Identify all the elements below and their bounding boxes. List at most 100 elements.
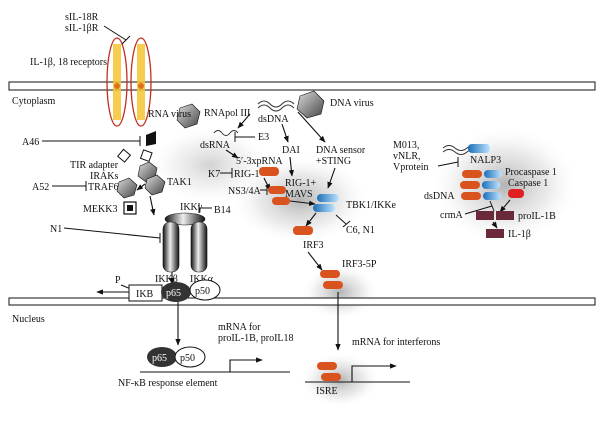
rig1-mavs-label-2: MAVS [285, 189, 313, 200]
rig1-label: RIG-1 [234, 169, 260, 180]
isre-orange-2 [321, 373, 341, 381]
irf3-5p-label: IRF3-5P [342, 259, 377, 270]
halo-center [230, 155, 370, 245]
tir-shape [146, 131, 156, 146]
rig1-orange-2 [268, 186, 286, 194]
p65-cytoplasm [161, 282, 191, 302]
iraks-label: IRAKs [90, 171, 118, 182]
k7-label: K7 [208, 169, 220, 180]
p50-nucleus [174, 346, 206, 368]
tbk1-blue-2 [313, 204, 335, 212]
m013-label-2: vNLR, [393, 151, 421, 162]
inflam-blue-2 [482, 181, 500, 189]
inflam-orange-2 [460, 181, 480, 189]
tak1-hexagon [144, 174, 166, 196]
sil18r-label: sIL-18R [65, 12, 99, 23]
caspase1-red [508, 189, 524, 198]
p50-label-nuc: p50 [180, 353, 195, 364]
ikkb-label: IKKβ [155, 274, 178, 285]
p-label: P [115, 275, 121, 286]
mekk3-label: MEKK3 [83, 204, 117, 215]
halo-irf3p [302, 264, 378, 320]
c6n1-label: C6, N1 [346, 225, 375, 236]
e3-label: E3 [258, 132, 269, 143]
nfkb-element-label: NF-κB response element [118, 378, 218, 389]
mavs-orange [272, 197, 290, 205]
tbk1-blue-1 [317, 194, 339, 202]
dsdna-label: dsDNA [258, 114, 289, 125]
p50-label-cyto: p50 [195, 286, 210, 297]
tak1-label: TAK1 [167, 177, 192, 188]
nfkb-transcription-arrow [229, 357, 263, 372]
p50-cytoplasm [189, 279, 221, 301]
casp1-label: Caspase 1 [508, 178, 548, 189]
rna-virus-label: RNA virus [148, 109, 191, 120]
dna-virus-hexagon [296, 90, 325, 119]
halo-inflammasome [430, 125, 580, 245]
irf3-orange [293, 226, 313, 235]
m013-label-1: M013, [393, 140, 419, 151]
p65-nucleus [147, 347, 177, 367]
halo-isre [300, 352, 380, 408]
ikkg-label: IKKγ [180, 202, 203, 213]
cytoplasm-label: Cytoplasm [12, 96, 56, 107]
ikb-label: IKB [136, 289, 154, 300]
inflam-blue-3 [483, 192, 501, 200]
inflam-orange-3 [461, 192, 481, 200]
il1b-label: IL-1β [508, 229, 531, 240]
dsrna-label: dsRNA [200, 140, 231, 151]
nuclear-membrane [8, 297, 596, 306]
dna-sensor-label-2: +STING [316, 156, 351, 167]
il1b-maroon [486, 229, 504, 238]
nalp3-blue [468, 144, 490, 153]
traf6-label: TRAF6 [88, 182, 119, 193]
dna-strand [257, 100, 295, 112]
proil1b-maroon-1 [476, 211, 494, 220]
il1-receptor-complex [106, 37, 152, 127]
m013-label-3: Vprotein [393, 162, 429, 173]
proil1b-label: proIL-1B [518, 211, 556, 222]
proil1b-maroon-2 [496, 211, 514, 220]
tbk1-label: TBK1/IKKe [346, 200, 397, 211]
a46-label: A46 [22, 137, 39, 148]
n1-label: N1 [50, 224, 62, 235]
p65-label-cyto: p65 [166, 288, 181, 299]
isre-transcription-arrow [351, 363, 397, 382]
xprna-label: 5′-3xpRNA [236, 156, 283, 167]
ikkb-cylinder [162, 221, 180, 273]
nucleus-label: Nucleus [12, 314, 45, 325]
rnapol3-label: RNApol III [204, 108, 250, 119]
ikka-label: IKKα [190, 274, 214, 285]
ikkg-shape [164, 212, 206, 226]
p65-label-nuc: p65 [152, 353, 167, 364]
b14-label: B14 [214, 205, 231, 216]
isre-label: ISRE [316, 386, 338, 397]
rig1-orange-1 [259, 167, 279, 176]
sil1br-label: sIL-1βR [65, 23, 99, 34]
nalp3-label: NALP3 [470, 155, 501, 166]
dna-sensor-label-1: DNA sensor [316, 145, 366, 156]
ns3-label: NS3/4A [228, 186, 262, 197]
dna-virus-label: DNA virus [330, 98, 374, 109]
irf3p-orange-1 [320, 270, 340, 278]
a52-label: A52 [32, 182, 49, 193]
tir-adapter-label: TIR adapter [70, 160, 119, 171]
procasp-label: Procaspase 1 [505, 167, 557, 178]
inflam-blue-1 [484, 170, 502, 178]
il1b-receptors-label: IL-1β, 18 receptors [30, 57, 107, 68]
mrna-proil-label-2: proIL-1B, proIL18 [218, 333, 294, 344]
tir-adapter-box-2 [139, 149, 153, 163]
irf3p-orange-2 [323, 281, 343, 289]
tir-adapter-box-1 [117, 148, 132, 163]
mrna-proil-label-1: mRNA for [218, 322, 261, 333]
traf6-hexagon [116, 177, 138, 199]
dai-label: DAI [282, 145, 300, 156]
rig1-mavs-label-1: RIG-1+ [285, 178, 317, 189]
isre-orange-1 [317, 362, 337, 370]
dsdna2-label: dsDNA [424, 191, 455, 202]
rna-virus-hexagon [176, 103, 201, 129]
mrna-ifn-label: mRNA for interferons [352, 337, 440, 348]
irf3-label: IRF3 [303, 240, 324, 251]
inflam-orange-1 [462, 170, 482, 178]
